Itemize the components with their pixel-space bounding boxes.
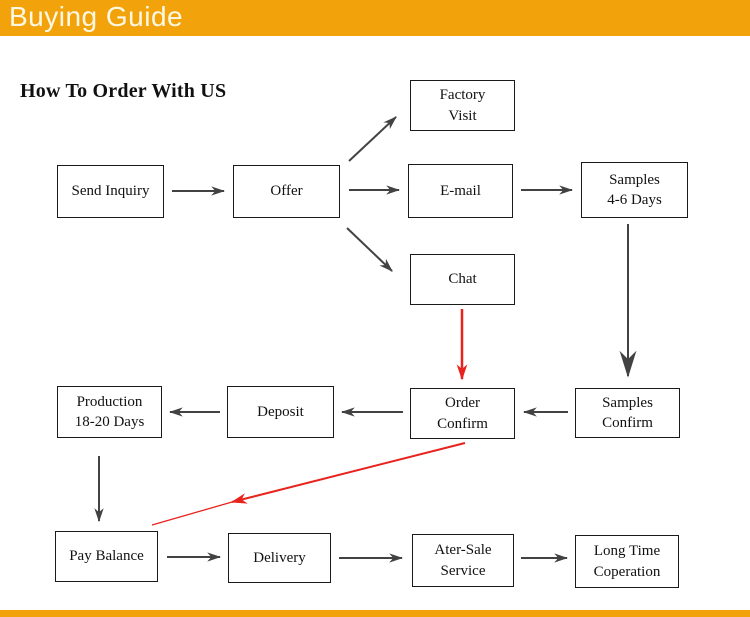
flow-box-production-18-20-days: Production 18-20 Days bbox=[57, 386, 162, 438]
bottom-accent-bar bbox=[0, 610, 750, 617]
arrow-order-confirm-to-pay-balance-red bbox=[230, 442, 466, 504]
flow-box-samples-4-6-days: Samples 4-6 Days bbox=[581, 162, 688, 218]
section-heading: How To Order With US bbox=[20, 80, 227, 102]
title-bar: Buying Guide bbox=[0, 0, 750, 36]
arrow-offer-to-factory-visit bbox=[348, 116, 397, 162]
arrow-offer-to-chat bbox=[346, 227, 393, 272]
flow-box-factory-visit: Factory Visit bbox=[410, 80, 515, 131]
flow-box-samples-confirm: Samples Confirm bbox=[575, 388, 680, 438]
flow-box-pay-balance: Pay Balance bbox=[55, 531, 158, 582]
flow-box-order-confirm: Order Confirm bbox=[410, 388, 515, 439]
flow-box-send-inquiry: Send Inquiry bbox=[57, 165, 164, 218]
flow-box-ater-sale-service: Ater-Sale Service bbox=[412, 534, 514, 587]
flow-box-long-time-coperation: Long Time Coperation bbox=[575, 535, 679, 588]
flow-box-chat: Chat bbox=[410, 254, 515, 305]
flow-box-delivery: Delivery bbox=[228, 533, 331, 583]
flow-box-deposit: Deposit bbox=[227, 386, 334, 438]
page-title: Buying Guide bbox=[9, 0, 184, 32]
flow-box-email: E-mail bbox=[408, 164, 513, 218]
flow-box-offer: Offer bbox=[233, 165, 340, 218]
arrow-order-confirm-to-pay-balance-red-tail bbox=[151, 501, 233, 526]
